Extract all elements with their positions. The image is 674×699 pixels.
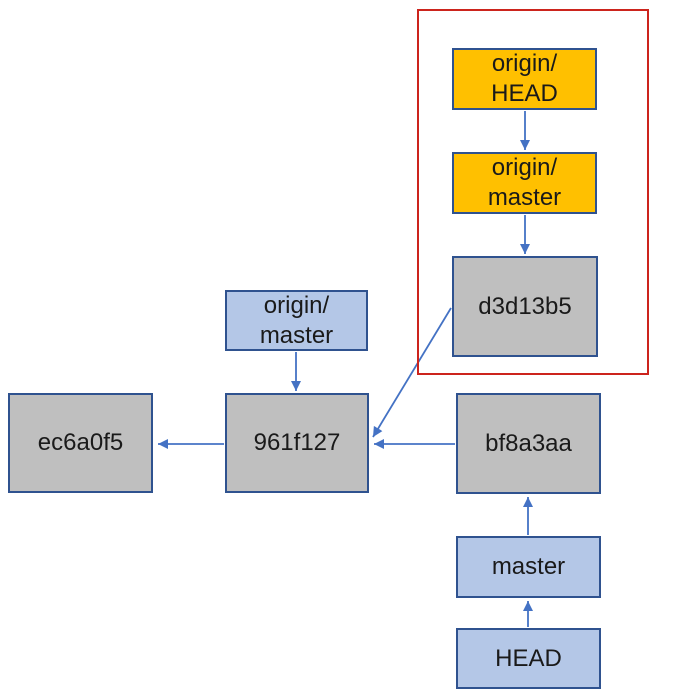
- node-label: 961f127: [253, 429, 341, 456]
- node-origin-master-remote: origin/ master: [452, 152, 597, 214]
- node-master: master: [456, 536, 601, 598]
- node-commit-d3d13b5: d3d13b5: [452, 256, 598, 357]
- node-label: origin/ master: [259, 291, 334, 349]
- node-commit-ec6a0f5: ec6a0f5: [8, 393, 153, 493]
- node-label: ec6a0f5: [37, 429, 124, 456]
- node-origin-head: origin/ HEAD: [452, 48, 597, 110]
- node-label: HEAD: [495, 644, 562, 672]
- node-label: origin/ HEAD: [491, 50, 558, 107]
- node-commit-bf8a3aa: bf8a3aa: [456, 393, 601, 494]
- node-label: bf8a3aa: [485, 429, 572, 457]
- node-label: d3d13b5: [478, 292, 572, 320]
- node-label: origin/ master: [487, 154, 562, 211]
- node-origin-master-local: origin/ master: [225, 290, 368, 351]
- node-label: master: [491, 553, 566, 580]
- node-head: HEAD: [456, 628, 601, 689]
- node-commit-961f127: 961f127: [225, 393, 369, 493]
- highlight-rectangle: [417, 9, 649, 375]
